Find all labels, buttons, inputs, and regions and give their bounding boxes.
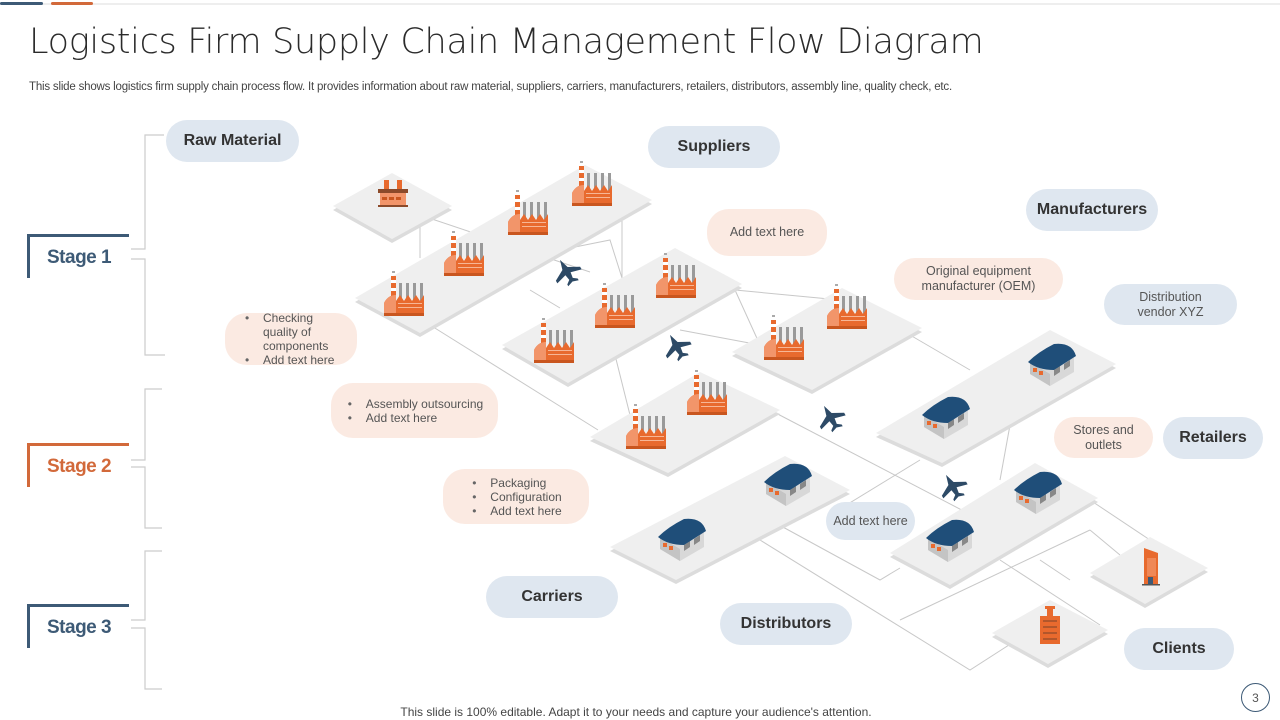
platform-manufacturers [732, 288, 922, 394]
platform-distributors [890, 463, 1098, 589]
stage-2-label: Stage 2 [27, 443, 129, 487]
note-item: Add text here [243, 353, 339, 367]
platform-suppliers-1 [355, 165, 652, 337]
page-number: 3 [1241, 683, 1270, 712]
stage-1-text: Stage 1 [47, 247, 112, 268]
category-raw-material: Raw Material [166, 120, 299, 162]
stage1-bracket-bottom [131, 258, 165, 356]
top-accent-orange [51, 2, 93, 5]
stage-3-text: Stage 3 [47, 617, 112, 638]
stage3-bracket-bottom [131, 627, 162, 690]
stage-3-label: Stage 3 [27, 604, 129, 648]
airplane-icon [811, 398, 850, 437]
category-clients: Clients [1124, 628, 1234, 670]
note-packaging: Packaging Configuration Add text here [443, 469, 589, 524]
airplane-icon [933, 467, 972, 506]
top-rule [0, 3, 1280, 5]
airplane-icon [657, 327, 696, 366]
note-suppliers: Add text here [707, 209, 827, 256]
category-suppliers: Suppliers [648, 126, 780, 168]
note-assembly: Assembly outsourcing Add text here [331, 383, 498, 438]
slide-title: Logistics Firm Supply Chain Management F… [29, 22, 984, 62]
note-item: Checking quality of components [243, 311, 339, 353]
note-item: Add text here [470, 504, 561, 518]
category-retailers: Retailers [1163, 417, 1263, 459]
stage1-bracket-top [131, 134, 164, 250]
note-item: Assembly outsourcing [346, 397, 483, 411]
category-manufacturers: Manufacturers [1026, 189, 1158, 231]
note-distributors: Add text here [826, 502, 915, 540]
category-carriers: Carriers [486, 576, 618, 618]
platform-carriers [610, 456, 850, 584]
stage2-bracket-bottom [131, 466, 162, 529]
slide-subtitle: This slide shows logistics firm supply c… [29, 81, 952, 93]
note-item: Packaging [470, 476, 561, 490]
office-building-icon [1142, 548, 1160, 586]
stage-brackets [131, 134, 165, 690]
note-quality-check: Checking quality of components Add text … [225, 311, 357, 367]
slide-footer: This slide is 100% editable. Adapt it to… [400, 705, 872, 719]
note-stores: Stores and outlets [1054, 417, 1153, 458]
note-distribution-vendor: Distribution vendor XYZ [1104, 284, 1237, 325]
stage-1-label: Stage 1 [27, 234, 129, 278]
stage-2-text: Stage 2 [47, 456, 112, 477]
platform-raw-material [333, 173, 452, 243]
note-oem: Original equipment manufacturer (OEM) [894, 258, 1063, 300]
top-accent-blue [0, 2, 43, 5]
note-item: Add text here [346, 411, 483, 425]
platform-assembly [590, 372, 780, 477]
stage3-bracket-top [131, 550, 162, 621]
stage2-bracket-top [131, 388, 162, 461]
category-distributors: Distributors [720, 603, 852, 645]
note-item: Configuration [470, 490, 561, 504]
